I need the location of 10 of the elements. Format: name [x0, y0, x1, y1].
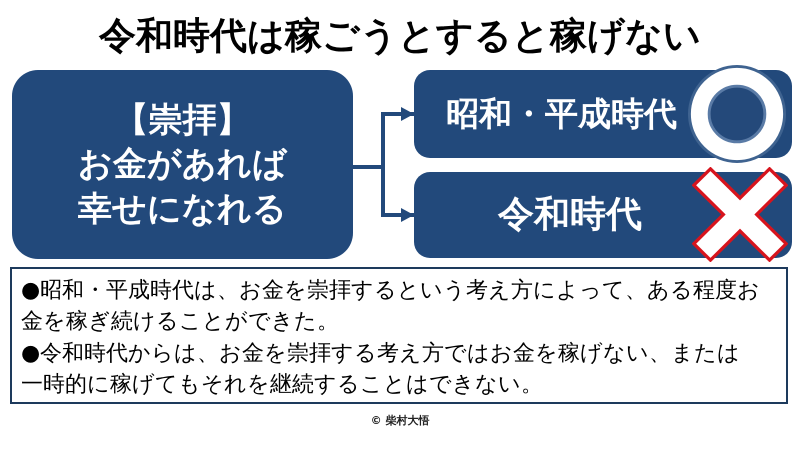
title: 令和時代は稼ごうとすると稼げない [98, 13, 702, 59]
box-label: お金があれば幸せになれる [77, 143, 288, 231]
bullet-text: ●昭和・平成時代は、お金を崇拝するという考え方によって、ある程度お金を稼ぎ続けることができた。 [21, 277, 762, 336]
copyright-text: © 柴村大悟 [370, 413, 430, 428]
process-box [12, 70, 353, 259]
bullet-text: ●令和時代からは、お金を崇拝する考え方ではお金を稼げない、または一時的に稼げてもそれを継続することはできない。 [21, 340, 742, 399]
box-label: 令和時代 [498, 193, 642, 237]
box-label: 昭和・平成時代 [446, 94, 677, 134]
box-heading: 【崇拝】 [114, 99, 252, 142]
note-box [10, 267, 788, 404]
